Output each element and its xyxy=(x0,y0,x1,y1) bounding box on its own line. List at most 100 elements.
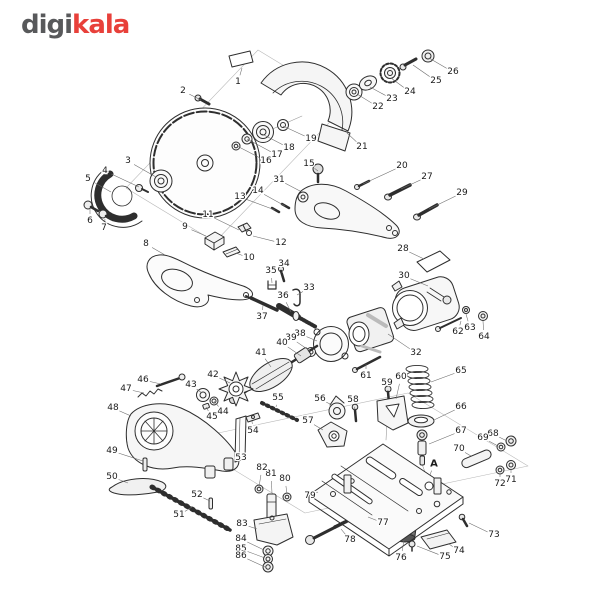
leader-line-27 xyxy=(400,179,421,190)
part-clip-35 xyxy=(267,280,277,290)
part-number-28: 28 xyxy=(397,244,409,254)
part-number-26: 26 xyxy=(447,67,459,77)
leader-line-63 xyxy=(465,313,469,322)
leader-line-66 xyxy=(433,409,455,421)
part-number-65: 65 xyxy=(455,366,466,376)
part-washer-71 xyxy=(506,460,516,470)
part-base-plate xyxy=(308,443,464,557)
part-number-12: 12 xyxy=(275,238,286,248)
leader-line-67 xyxy=(428,433,455,445)
part-number-79: 79 xyxy=(304,491,316,501)
part-number-45: 45 xyxy=(206,412,217,422)
part-nut-68 xyxy=(505,435,517,447)
leader-line-86 xyxy=(247,558,266,568)
leader-line-80 xyxy=(285,485,288,495)
part-number-15: 15 xyxy=(303,159,314,169)
part-screw-34 xyxy=(278,266,286,283)
part-number-5: 5 xyxy=(85,174,91,184)
part-number-69: 69 xyxy=(477,433,489,443)
part-number-4: 4 xyxy=(102,166,108,176)
leader-line-82 xyxy=(258,474,262,488)
leader-line-2 xyxy=(189,93,202,101)
part-number-20: 20 xyxy=(396,161,408,171)
part-stator xyxy=(346,307,395,354)
part-screw-75 xyxy=(408,540,416,552)
part-inner-flange xyxy=(135,169,173,193)
leader-line-28 xyxy=(409,251,425,260)
part-cap-26 xyxy=(421,49,435,63)
leader-line-41 xyxy=(264,358,272,368)
part-number-60: 60 xyxy=(395,372,407,382)
leader-line-51 xyxy=(184,506,193,512)
part-number-66: 66 xyxy=(455,402,467,412)
leader-line-62 xyxy=(459,320,462,326)
part-blade-guard xyxy=(260,61,353,152)
part-clamp-plate-74 xyxy=(420,529,457,550)
leader-line-26 xyxy=(428,57,448,69)
part-number-16: 16 xyxy=(260,156,272,166)
part-bolt-61 xyxy=(352,355,382,373)
leader-line-70 xyxy=(464,452,472,457)
leader-line-12 xyxy=(252,235,275,242)
part-nut-86 xyxy=(262,561,274,573)
part-bolt-29 xyxy=(413,203,439,221)
leader-line-36 xyxy=(285,302,292,313)
part-number-58: 58 xyxy=(347,395,359,405)
leader-line-52 xyxy=(203,497,211,502)
part-cap-15 xyxy=(312,163,324,184)
leader-line-16 xyxy=(236,145,260,159)
part-number-22: 22 xyxy=(372,102,383,112)
leader-line-49 xyxy=(118,452,144,462)
part-bearing-19 xyxy=(277,119,289,131)
part-pin-52 xyxy=(208,497,213,510)
leader-line-39 xyxy=(296,341,311,352)
part-spring-seat-66 xyxy=(407,414,435,428)
leader-line-32 xyxy=(387,333,411,350)
part-bearing-box-38 xyxy=(313,326,349,362)
leader-line-81 xyxy=(271,480,273,494)
part-pin-14 xyxy=(280,202,291,210)
part-handle-arm xyxy=(294,183,400,239)
leader-line-48 xyxy=(119,410,132,417)
leader-line-30 xyxy=(410,278,429,287)
part-screw-73 xyxy=(458,513,469,528)
part-motor-housing xyxy=(391,276,460,331)
part-rod-55 xyxy=(260,401,299,422)
part-rod-51 xyxy=(149,484,233,533)
part-number-73: 73 xyxy=(488,530,499,540)
leader-line-38 xyxy=(306,336,318,342)
digikala-logo: digikala xyxy=(21,12,130,38)
leader-line-65 xyxy=(430,373,455,383)
part-number-61: 61 xyxy=(360,371,371,381)
part-number-6: 6 xyxy=(87,216,93,226)
leader-line-57 xyxy=(313,424,324,431)
part-number-70: 70 xyxy=(453,444,465,454)
leader-line-75 xyxy=(416,545,439,555)
leader-line-74 xyxy=(448,543,454,548)
leader-line-4 xyxy=(111,173,140,188)
leader-line-31 xyxy=(285,183,301,192)
part-number-40: 40 xyxy=(276,338,288,348)
part-gear-24 xyxy=(379,62,401,84)
leader-line-21 xyxy=(346,132,358,143)
leader-line-60 xyxy=(395,383,400,400)
part-pulley-18 xyxy=(252,121,274,143)
part-number-9: 9 xyxy=(182,222,188,232)
part-number-25: 25 xyxy=(430,76,441,86)
part-number-52: 52 xyxy=(191,490,202,500)
part-spring-47 xyxy=(137,388,163,398)
part-number-33: 33 xyxy=(303,283,314,293)
part-number-29: 29 xyxy=(456,188,468,198)
part-nut-80 xyxy=(282,492,292,502)
leader-line-84 xyxy=(247,541,265,551)
part-number-24: 24 xyxy=(404,87,416,97)
part-clamp-54 xyxy=(245,412,261,423)
leader-line-56 xyxy=(326,401,333,406)
leader-line-42 xyxy=(219,377,231,384)
part-hook-33 xyxy=(292,288,301,307)
part-number-78: 78 xyxy=(344,535,356,545)
part-number-48: 48 xyxy=(107,403,119,413)
leader-line-33 xyxy=(296,291,304,296)
part-number-41: 41 xyxy=(255,348,266,358)
part-number-62: 62 xyxy=(452,327,463,337)
